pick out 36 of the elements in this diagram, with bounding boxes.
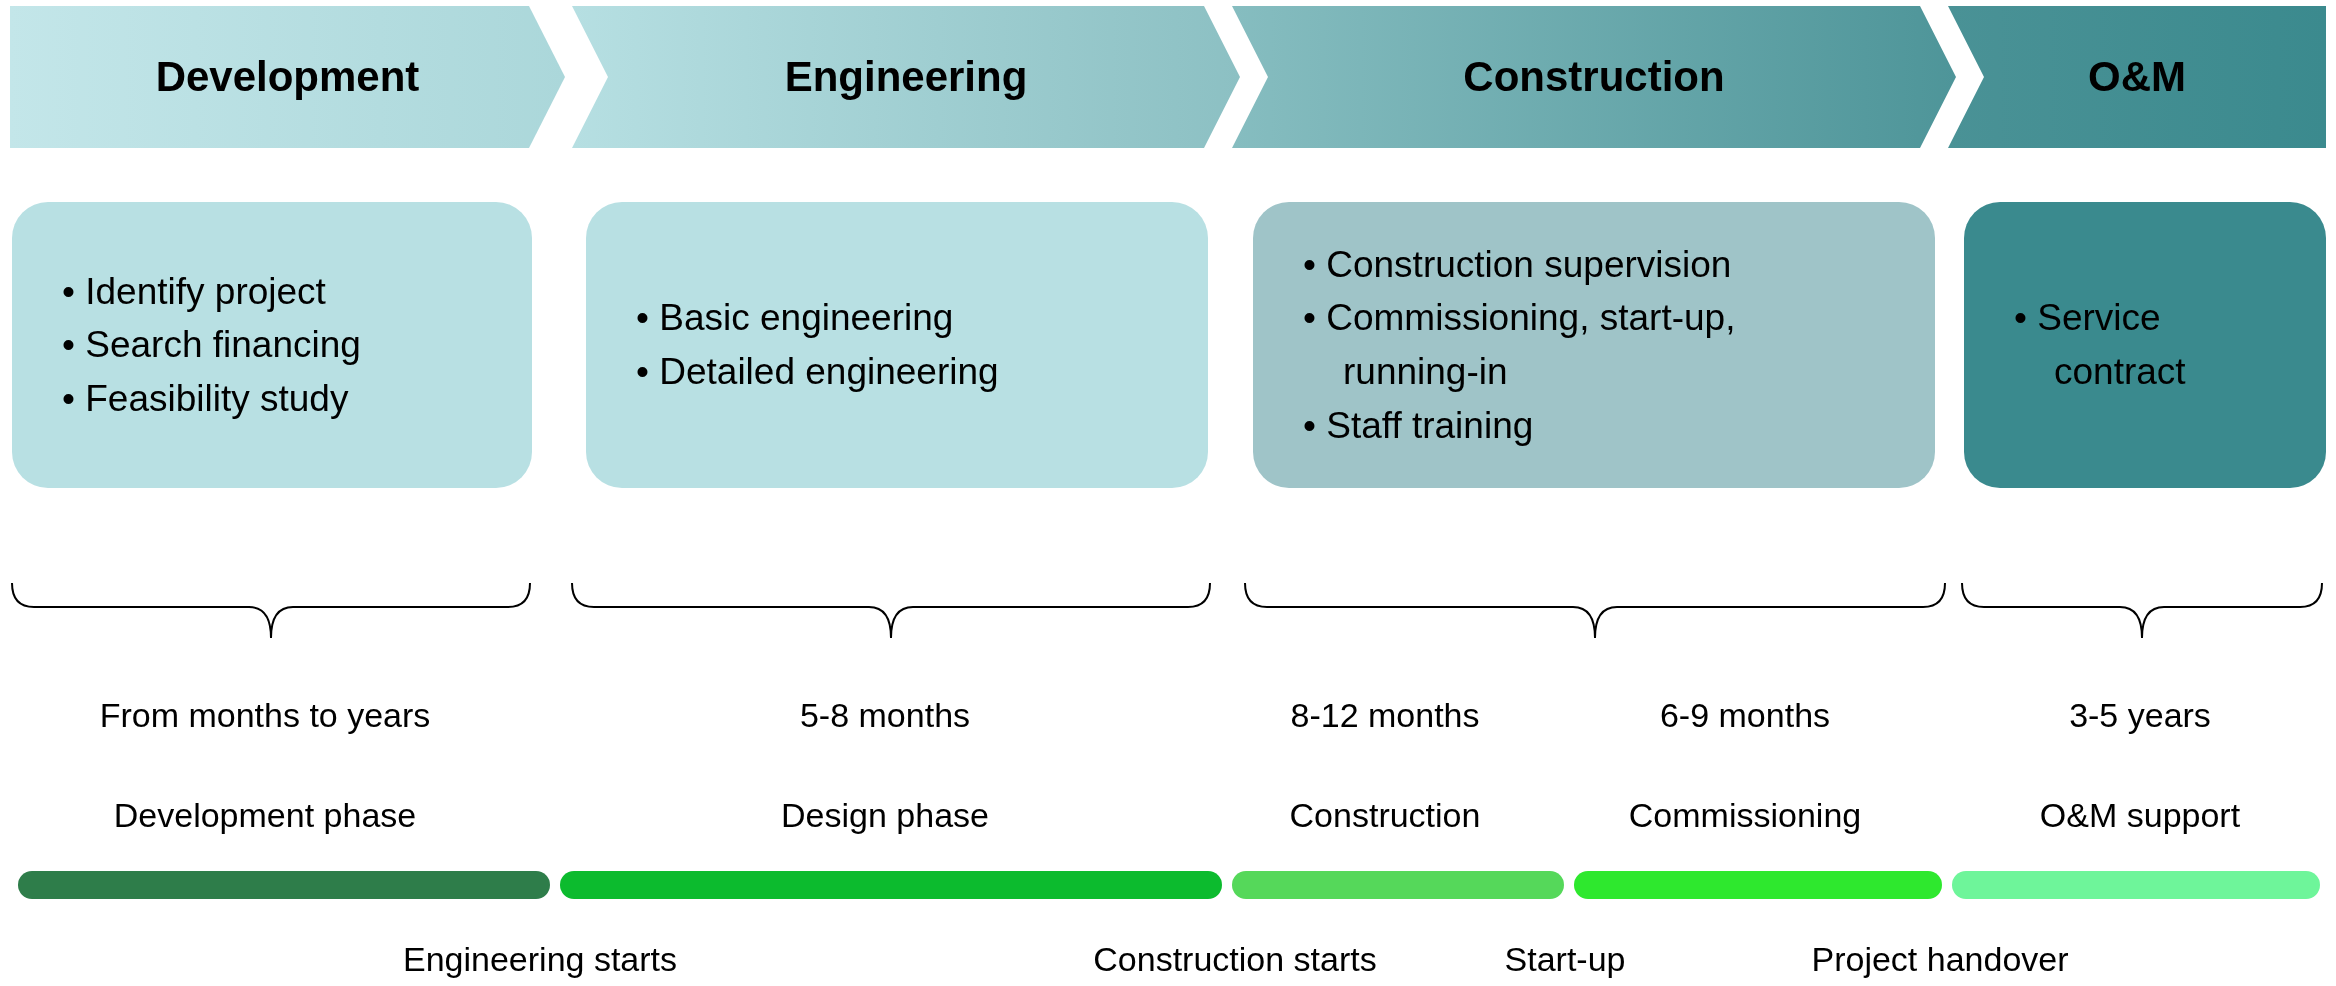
phase-title: Engineering (784, 53, 1028, 101)
timeline-segment (18, 871, 550, 899)
bullet-item: • Detailed engineering (636, 350, 999, 394)
phase-title: Development (155, 53, 420, 101)
task-box (12, 202, 532, 488)
task-box (1253, 202, 1935, 488)
duration-label: 6-9 months (1659, 696, 1831, 735)
phase-title: Construction (1463, 53, 1725, 101)
bullet-item: • Identify project (62, 269, 327, 314)
bullet-item: • Service contract (2014, 296, 2187, 394)
timeline-segment (1574, 871, 1942, 899)
timeline-segment (560, 871, 1222, 899)
milestone-label: Project handover (1811, 940, 2069, 979)
timeline-segment (1232, 871, 1564, 899)
bullet-item: • Construction supervision (1303, 242, 1733, 287)
timeline-segment (1952, 871, 2320, 899)
bullet-item: • Commissioning, start-up, running-in (1303, 296, 1737, 394)
bullet-item: • Search financing (62, 323, 361, 368)
bullet-item: • Feasibility study (62, 376, 350, 421)
duration-label: 8-12 months (1290, 696, 1480, 735)
phase-title: O&M (2088, 53, 2186, 101)
task-box (586, 202, 1208, 488)
duration-label: From months to years (99, 696, 431, 735)
phase-label: O&M support (2039, 796, 2241, 835)
bullet-item: • Staff training (1303, 403, 1535, 448)
milestone-label: Engineering starts (403, 940, 677, 979)
bullet-item: • Basic engineering (636, 296, 955, 341)
duration-label: 3-5 years (2069, 696, 2211, 735)
milestone-label: Construction starts (1093, 940, 1377, 979)
phase-label: Design phase (781, 796, 989, 835)
duration-label: 5-8 months (799, 696, 971, 735)
phase-label: Construction (1289, 796, 1481, 835)
phase-label: Commissioning (1628, 796, 1862, 835)
phase-label: Development phase (113, 796, 417, 835)
task-box (1964, 202, 2326, 488)
milestone-label: Start-up (1504, 940, 1626, 979)
